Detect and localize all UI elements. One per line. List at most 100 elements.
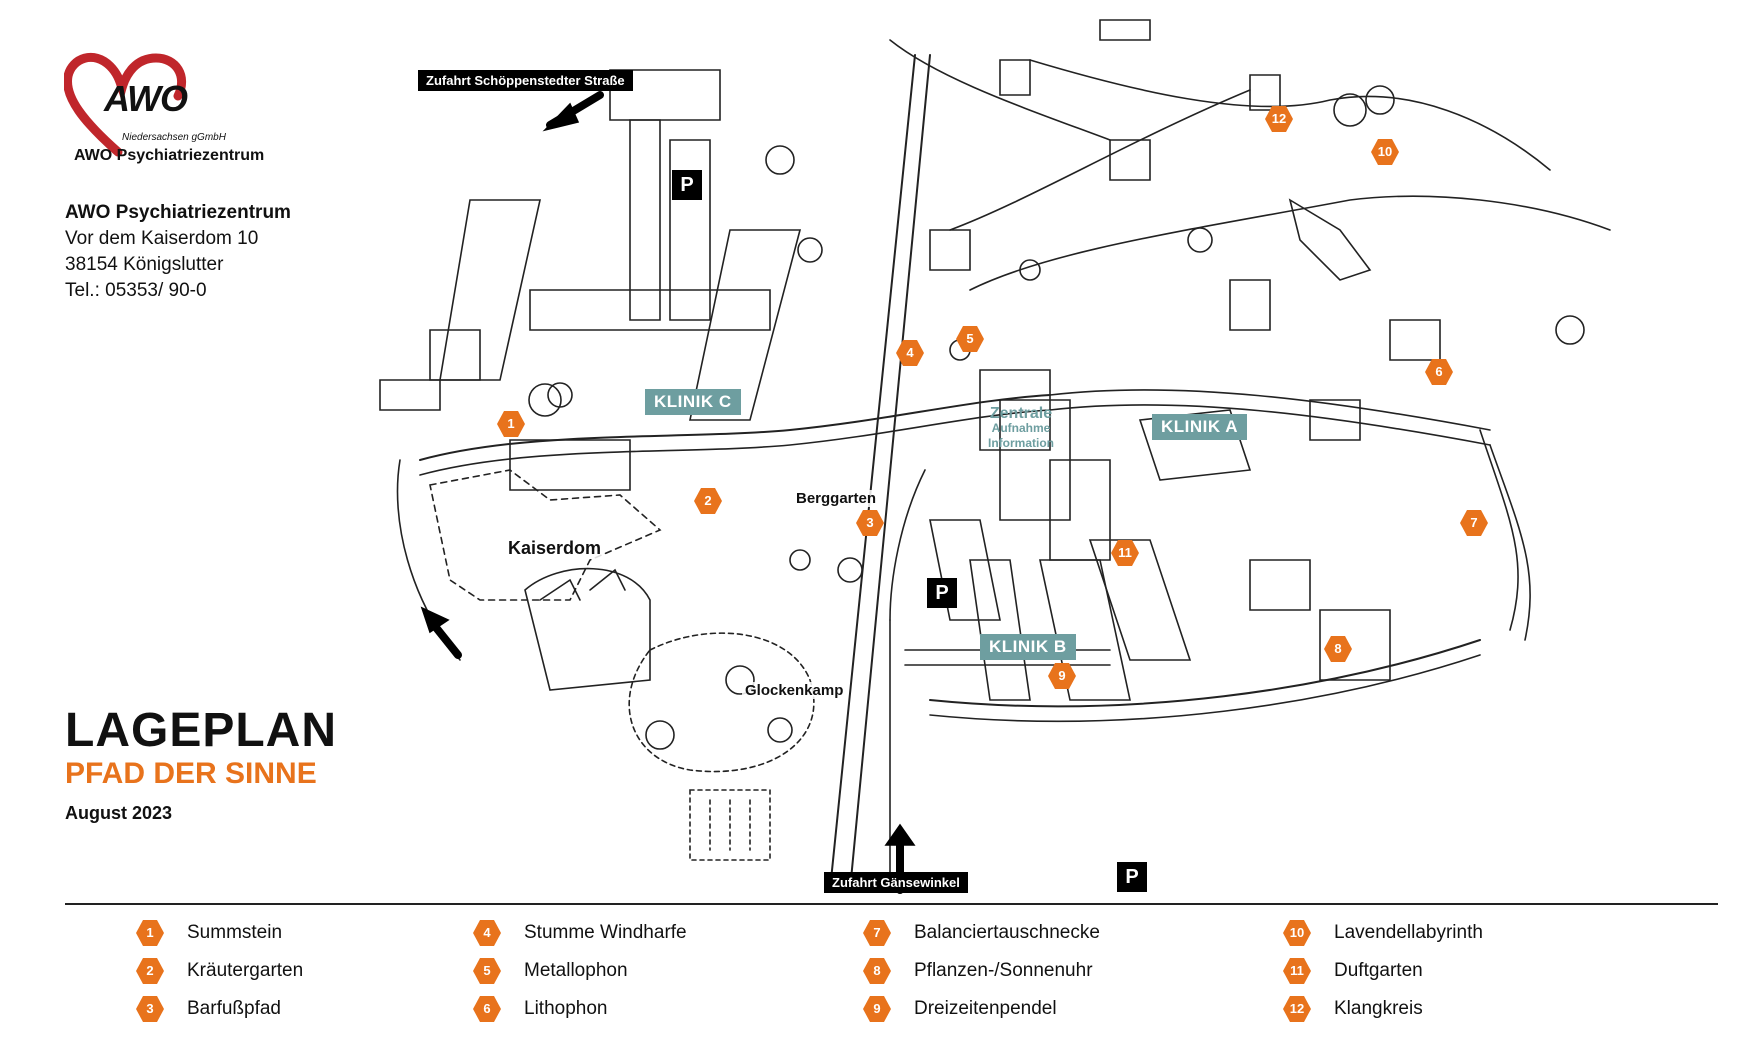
map-marker-1: 1 bbox=[496, 409, 526, 439]
logo-subline: Niedersachsen gGmbH bbox=[122, 132, 226, 143]
hexagon-icon bbox=[473, 958, 501, 984]
legend-label: Lithophon bbox=[524, 998, 608, 1019]
address-city: 38154 Königslutter bbox=[65, 254, 224, 275]
legend-item-5: 5 Metallophon bbox=[472, 956, 628, 986]
address-name: AWO Psychiatriezentrum bbox=[65, 202, 291, 223]
site-map-drawing bbox=[379, 19, 1611, 894]
legend-label: Dreizeitenpendel bbox=[914, 998, 1057, 1019]
marker-number: 8 bbox=[1334, 641, 1342, 656]
hexagon-icon bbox=[1425, 359, 1453, 385]
marker-number: 1 bbox=[507, 416, 515, 431]
marker-number: 5 bbox=[483, 963, 491, 978]
marker-number: 8 bbox=[873, 963, 881, 978]
legend-label: Stumme Windharfe bbox=[524, 922, 687, 943]
zentrale-line2: Information bbox=[988, 436, 1054, 450]
klinik-c-label: KLINIK C bbox=[645, 389, 741, 415]
hexagon-icon bbox=[136, 958, 164, 984]
hexagon-icon bbox=[1265, 106, 1293, 132]
heart-logo-icon bbox=[63, 52, 187, 157]
page-title: LAGEPLAN bbox=[65, 704, 337, 757]
hexagon-icon bbox=[1283, 996, 1311, 1022]
hexagon-icon bbox=[1371, 139, 1399, 165]
legend-item-1: 1 Summstein bbox=[135, 918, 282, 948]
hexagon-icon bbox=[1460, 510, 1488, 536]
marker-number: 6 bbox=[483, 1001, 491, 1016]
marker-number: 2 bbox=[146, 963, 154, 978]
marker-number: 12 bbox=[1289, 1001, 1305, 1016]
legend-marker: 11 bbox=[1282, 956, 1312, 986]
klinik-b-label: KLINIK B bbox=[980, 634, 1076, 660]
marker-number: 3 bbox=[146, 1001, 154, 1016]
legend-item-7: 7 Balanciertauschnecke bbox=[862, 918, 1100, 948]
address-block: AWO Psychiatriezentrum Vor dem Kaiserdom… bbox=[65, 200, 291, 304]
hexagon-icon bbox=[497, 411, 525, 437]
marker-number: 3 bbox=[866, 515, 874, 530]
legend-marker: 5 bbox=[472, 956, 502, 986]
marker-number: 5 bbox=[966, 331, 974, 346]
marker-number: 4 bbox=[906, 345, 914, 360]
legend-marker: 8 bbox=[862, 956, 892, 986]
parking-north: P bbox=[672, 170, 702, 200]
page-subtitle: PFAD DER SINNE bbox=[65, 757, 317, 790]
legend-marker: 7 bbox=[862, 918, 892, 948]
legend-label: Metallophon bbox=[524, 960, 628, 981]
marker-number: 9 bbox=[873, 1001, 881, 1016]
zentrale-title: Zentrale bbox=[989, 405, 1053, 422]
legend-marker: 4 bbox=[472, 918, 502, 948]
zentrale-label: Zentrale Aufnahme Information bbox=[988, 406, 1054, 451]
legend-marker: 6 bbox=[472, 994, 502, 1024]
legend-item-9: 9 Dreizeitenpendel bbox=[862, 994, 1057, 1024]
hexagon-icon bbox=[1283, 920, 1311, 946]
legend-label: Barfußpfad bbox=[187, 998, 281, 1019]
hexagon-icon bbox=[1283, 958, 1311, 984]
legend-label: Summstein bbox=[187, 922, 283, 943]
map-marker-8: 8 bbox=[1323, 634, 1353, 664]
map-marker-3: 3 bbox=[855, 508, 885, 538]
legend-label: Lavendellabyrinth bbox=[1334, 922, 1483, 943]
hexagon-icon bbox=[473, 996, 501, 1022]
hexagon-icon bbox=[896, 340, 924, 366]
zentrale-line1: Aufnahme bbox=[991, 421, 1051, 435]
place-berggarten: Berggarten bbox=[793, 490, 880, 507]
marker-number: 7 bbox=[873, 925, 881, 940]
legend-marker: 1 bbox=[135, 918, 165, 948]
parking-south: P bbox=[1117, 862, 1147, 892]
marker-number: 4 bbox=[483, 925, 491, 940]
hexagon-icon bbox=[956, 326, 984, 352]
legend-label: Balanciertauschnecke bbox=[914, 922, 1100, 943]
legend-item-4: 4 Stumme Windharfe bbox=[472, 918, 687, 948]
awo-logo bbox=[63, 52, 264, 167]
marker-number: 10 bbox=[1377, 144, 1393, 159]
hexagon-icon bbox=[863, 920, 891, 946]
page-date: August 2023 bbox=[65, 803, 173, 823]
marker-number: 11 bbox=[1118, 545, 1132, 560]
hexagon-icon bbox=[856, 510, 884, 536]
map-marker-4: 4 bbox=[895, 338, 925, 368]
map-marker-6: 6 bbox=[1424, 357, 1454, 387]
legend-marker: 9 bbox=[862, 994, 892, 1024]
marker-number: 1 bbox=[146, 925, 154, 940]
map-marker-10: 10 bbox=[1370, 137, 1400, 167]
hexagon-icon bbox=[136, 996, 164, 1022]
hexagon-icon bbox=[136, 920, 164, 946]
legend-item-2: 2 Kräutergarten bbox=[135, 956, 303, 986]
logo-wordmark: AWO bbox=[104, 78, 188, 119]
marker-number: 9 bbox=[1058, 668, 1066, 683]
place-glockenkamp: Glockenkamp bbox=[742, 682, 847, 699]
place-kaiserdom: Kaiserdom bbox=[505, 538, 605, 559]
legend-label: Kräutergarten bbox=[187, 960, 304, 981]
map-marker-11: 11 bbox=[1110, 538, 1140, 568]
hexagon-icon bbox=[1111, 540, 1139, 566]
legend-item-6: 6 Lithophon bbox=[472, 994, 607, 1024]
parking-center: P bbox=[927, 578, 957, 608]
klinik-a-label: KLINIK A bbox=[1152, 414, 1248, 440]
hexagon-icon bbox=[1324, 636, 1352, 662]
hexagon-icon bbox=[1048, 663, 1076, 689]
address-phone: Tel.: 05353/ 90-0 bbox=[65, 280, 207, 301]
legend-marker: 12 bbox=[1282, 994, 1312, 1024]
map-marker-2: 2 bbox=[693, 486, 723, 516]
legend-marker: 2 bbox=[135, 956, 165, 986]
